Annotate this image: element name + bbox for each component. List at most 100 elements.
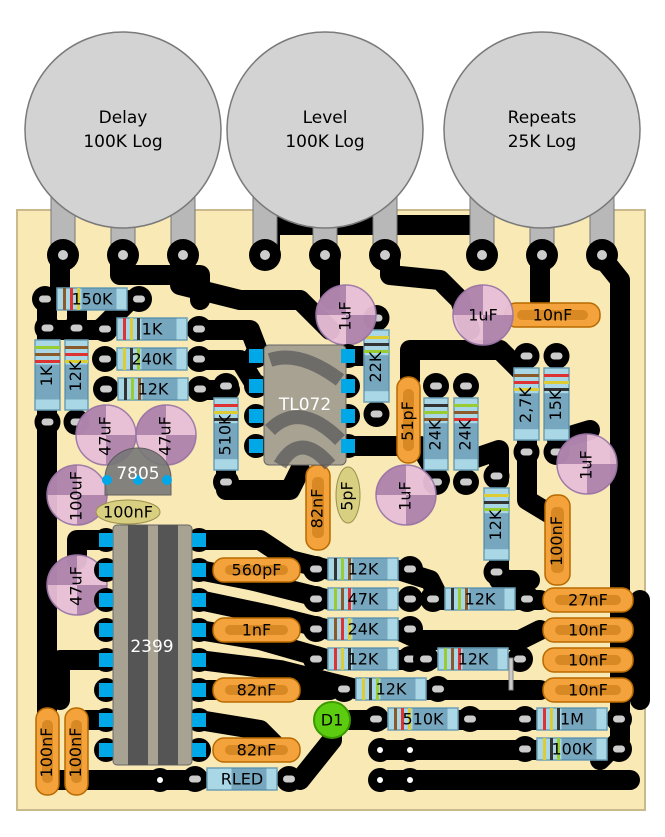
resistor-r510k_a[interactable]: 510K (213, 373, 239, 495)
color-band (364, 336, 389, 339)
capacitor-c10nf_b[interactable]: 10nF (542, 647, 634, 673)
lead (427, 595, 439, 603)
color-band (35, 346, 60, 349)
capacitor-c100nf_r[interactable]: 100nF (544, 494, 571, 586)
component-label: 5pF (338, 481, 357, 511)
resistor-r1k_v[interactable]: 1K (34, 315, 61, 435)
lead (70, 324, 83, 332)
trace (50, 650, 116, 710)
ic-pin (99, 533, 113, 547)
resistor-r15k[interactable]: 15K (543, 343, 570, 465)
electrolytic-e100uf[interactable]: 100uF (46, 464, 108, 526)
resistor-shade (424, 423, 448, 460)
component-label: 1K (142, 320, 163, 339)
resistor-shade (561, 708, 597, 730)
lead (370, 410, 383, 418)
ic-2399[interactable]: 2399 (94, 524, 211, 766)
resistor-r240k[interactable]: 240K (92, 346, 212, 372)
component-label: 1K (37, 365, 56, 386)
resistor-shade (380, 678, 416, 700)
capacitor-c82nf_v[interactable]: 82nF (305, 464, 331, 551)
lead (404, 565, 416, 573)
resistor-r12k_c[interactable]: 12K (303, 556, 423, 582)
resistor-shade (364, 355, 389, 392)
resistor-r12k_b[interactable]: 12K (483, 463, 510, 585)
electrolytic-e1uf_a[interactable]: 1uF (315, 284, 377, 346)
lead (460, 478, 472, 486)
polarity-shade (47, 555, 77, 585)
polarity-shade (316, 285, 346, 315)
regulator-pin (102, 475, 112, 485)
resistor-r12k_d[interactable]: 12K (303, 646, 423, 672)
resistor-r1m[interactable]: 1M (512, 706, 632, 732)
resistor-r12k_e[interactable]: 12K (331, 676, 451, 702)
resistor-r150k[interactable]: 150K (32, 286, 152, 312)
capacitor-c10nf_top[interactable]: 10nF (504, 302, 601, 328)
component-label: 51pF (398, 401, 417, 441)
resistor-r12k_f[interactable]: 12K (420, 586, 540, 612)
lead (404, 655, 416, 663)
resistor-shade (142, 378, 178, 400)
pot-body (226, 31, 424, 229)
led-d1[interactable]: D1 (313, 701, 351, 739)
capacitor-c82nf_b[interactable]: 82nF (212, 737, 301, 763)
lead (404, 595, 416, 603)
pot-name: Repeats (508, 108, 577, 128)
electrolytic-e1uf_b[interactable]: 1uF (452, 284, 514, 346)
resistor-r1k_h[interactable]: 1K (92, 316, 212, 342)
regulator-pin (133, 475, 143, 485)
color-band (484, 501, 509, 504)
regulator-7805[interactable]: 7805 (102, 447, 172, 496)
capacitor-c82nf_a[interactable]: 82nF (212, 677, 301, 703)
color-band (65, 360, 88, 363)
electrolytic-e47uf_c[interactable]: 47uF (46, 554, 108, 616)
capacitor-c10nf_c[interactable]: 10nF (542, 677, 634, 703)
component-label: 47uF (156, 416, 175, 456)
color-band (334, 618, 337, 640)
component-label: 560pF (232, 561, 282, 580)
ceramic-capacitor-c100nf_reg[interactable]: 100nF (95, 499, 161, 525)
component-label: 510K (402, 710, 444, 729)
color-band (362, 678, 365, 700)
resistor-r47k[interactable]: 47K (303, 586, 423, 612)
capacitor-c100nf_l1[interactable]: 100nF (35, 707, 60, 796)
capacitor-c51pf[interactable]: 51pF (396, 376, 421, 464)
ic-tl072[interactable]: TL072 (244, 344, 360, 470)
resistor-rled[interactable]: RLED (182, 766, 302, 792)
resistor-r2k7[interactable]: 2,7K (513, 343, 540, 465)
resistor-r12k_g[interactable]: 12K (413, 646, 533, 672)
ic-pin (249, 379, 263, 393)
capacitor-shade (225, 685, 288, 695)
resistor-r100k[interactable]: 100K (512, 736, 632, 762)
lead (430, 382, 442, 390)
component-label: 12K (376, 680, 407, 699)
resistor-r12k_a[interactable]: 12K (93, 376, 213, 402)
resistor-r510k_b[interactable]: 510K (363, 706, 483, 732)
capacitor-c560pf[interactable]: 560pF (212, 557, 301, 583)
component-label: 510K (216, 414, 235, 456)
trace (400, 340, 530, 390)
capacitor-c27nf[interactable]: 27nF (542, 587, 634, 613)
color-band (465, 588, 468, 610)
ceramic-capacitor-c5pf[interactable]: 5pF (335, 466, 361, 524)
capacitor-shade (555, 595, 621, 605)
electrolytic-e1uf_c[interactable]: 1uF (375, 464, 437, 526)
electrolytic-e1uf_d[interactable]: 1uF (556, 433, 618, 495)
resistor-r24k_c[interactable]: 24K (303, 616, 423, 642)
capacitor-c1nf[interactable]: 1nF (212, 617, 301, 643)
pad-hole (157, 777, 163, 783)
resistor-r24k_a[interactable]: 24K (423, 373, 449, 495)
capacitor-c10nf_a[interactable]: 10nF (542, 617, 634, 643)
resistor-shade (484, 513, 509, 550)
color-band (458, 648, 461, 670)
ic-pin (99, 653, 113, 667)
component-label: 24K (456, 419, 475, 450)
lead (519, 715, 531, 723)
resistor-shade (462, 648, 498, 670)
capacitor-c100nf_l2[interactable]: 100nF (64, 707, 89, 796)
resistor-r24k_b[interactable]: 24K (453, 373, 479, 495)
